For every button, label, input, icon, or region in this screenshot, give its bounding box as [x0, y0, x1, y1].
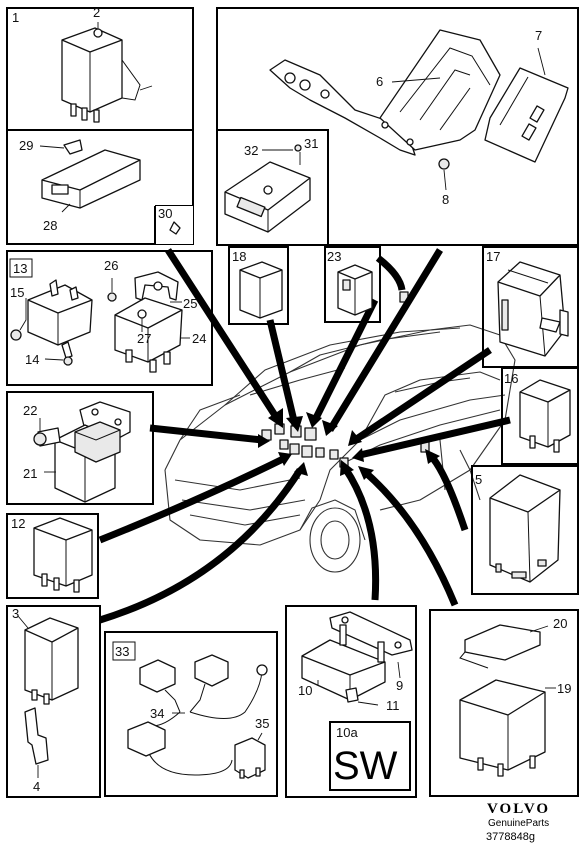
panel-33-35: [104, 631, 278, 797]
label-19: 19: [557, 681, 571, 696]
label-6: 6: [376, 74, 383, 89]
label-7: 7: [535, 28, 542, 43]
label-10a: 10a: [336, 725, 358, 740]
label-13: 13: [13, 261, 27, 276]
panel-13: [6, 250, 213, 386]
label-4: 4: [33, 779, 40, 794]
label-29: 29: [19, 138, 33, 153]
label-2: 2: [93, 5, 100, 20]
pointer-arrows: [98, 248, 511, 624]
panel-1: [6, 7, 194, 245]
panel-17: [482, 246, 579, 368]
panel-12: [6, 513, 99, 599]
label-17: 17: [486, 249, 500, 264]
label-3: 3: [12, 606, 19, 621]
label-30: 30: [158, 206, 172, 221]
label-15: 15: [10, 285, 24, 300]
panel-5: [471, 465, 579, 595]
label-12: 12: [11, 516, 25, 531]
label-11: 11: [386, 698, 400, 713]
panel-19-20: [429, 609, 579, 797]
label-10: 10: [298, 683, 312, 698]
label-25: 25: [183, 296, 197, 311]
label-35: 35: [255, 716, 269, 731]
label-28: 28: [43, 218, 57, 233]
label-26: 26: [104, 258, 118, 273]
panel-3-4: [6, 605, 101, 798]
label-5: 5: [475, 472, 482, 487]
label-16: 16: [504, 371, 518, 386]
label-22: 22: [23, 403, 37, 418]
label-24: 24: [192, 331, 206, 346]
brand-sub: GenuineParts: [488, 818, 549, 829]
panel-16: [501, 367, 579, 465]
label-32: 32: [244, 143, 258, 158]
label-18: 18: [232, 249, 246, 264]
label-27: 27: [137, 331, 151, 346]
label-1: 1: [12, 10, 19, 25]
label-23: 23: [327, 249, 341, 264]
label-34: 34: [150, 706, 164, 721]
label-33: 33: [115, 644, 129, 659]
brand-name: VOLVO: [487, 801, 550, 817]
panel-21-22: [6, 391, 154, 505]
label-21: 21: [23, 466, 37, 481]
callout-labels: 1 2 29 28 30 6 7 8 32 31 13 26 15 25 27 …: [10, 5, 571, 794]
label-9: 9: [396, 678, 403, 693]
sw-label: SW: [333, 744, 398, 788]
panel-top-right: [216, 7, 579, 246]
label-20: 20: [553, 616, 567, 631]
panel-18: [228, 246, 289, 325]
brand-code: 3778848g: [486, 831, 535, 843]
label-8: 8: [442, 192, 449, 207]
label-31: 31: [304, 136, 318, 151]
label-14: 14: [25, 352, 39, 367]
car-outline: [164, 324, 516, 573]
panel-23: [324, 246, 381, 323]
brand-block: VOLVO GenuineParts 3778848g: [486, 801, 550, 843]
panel-9-11: [285, 605, 417, 798]
